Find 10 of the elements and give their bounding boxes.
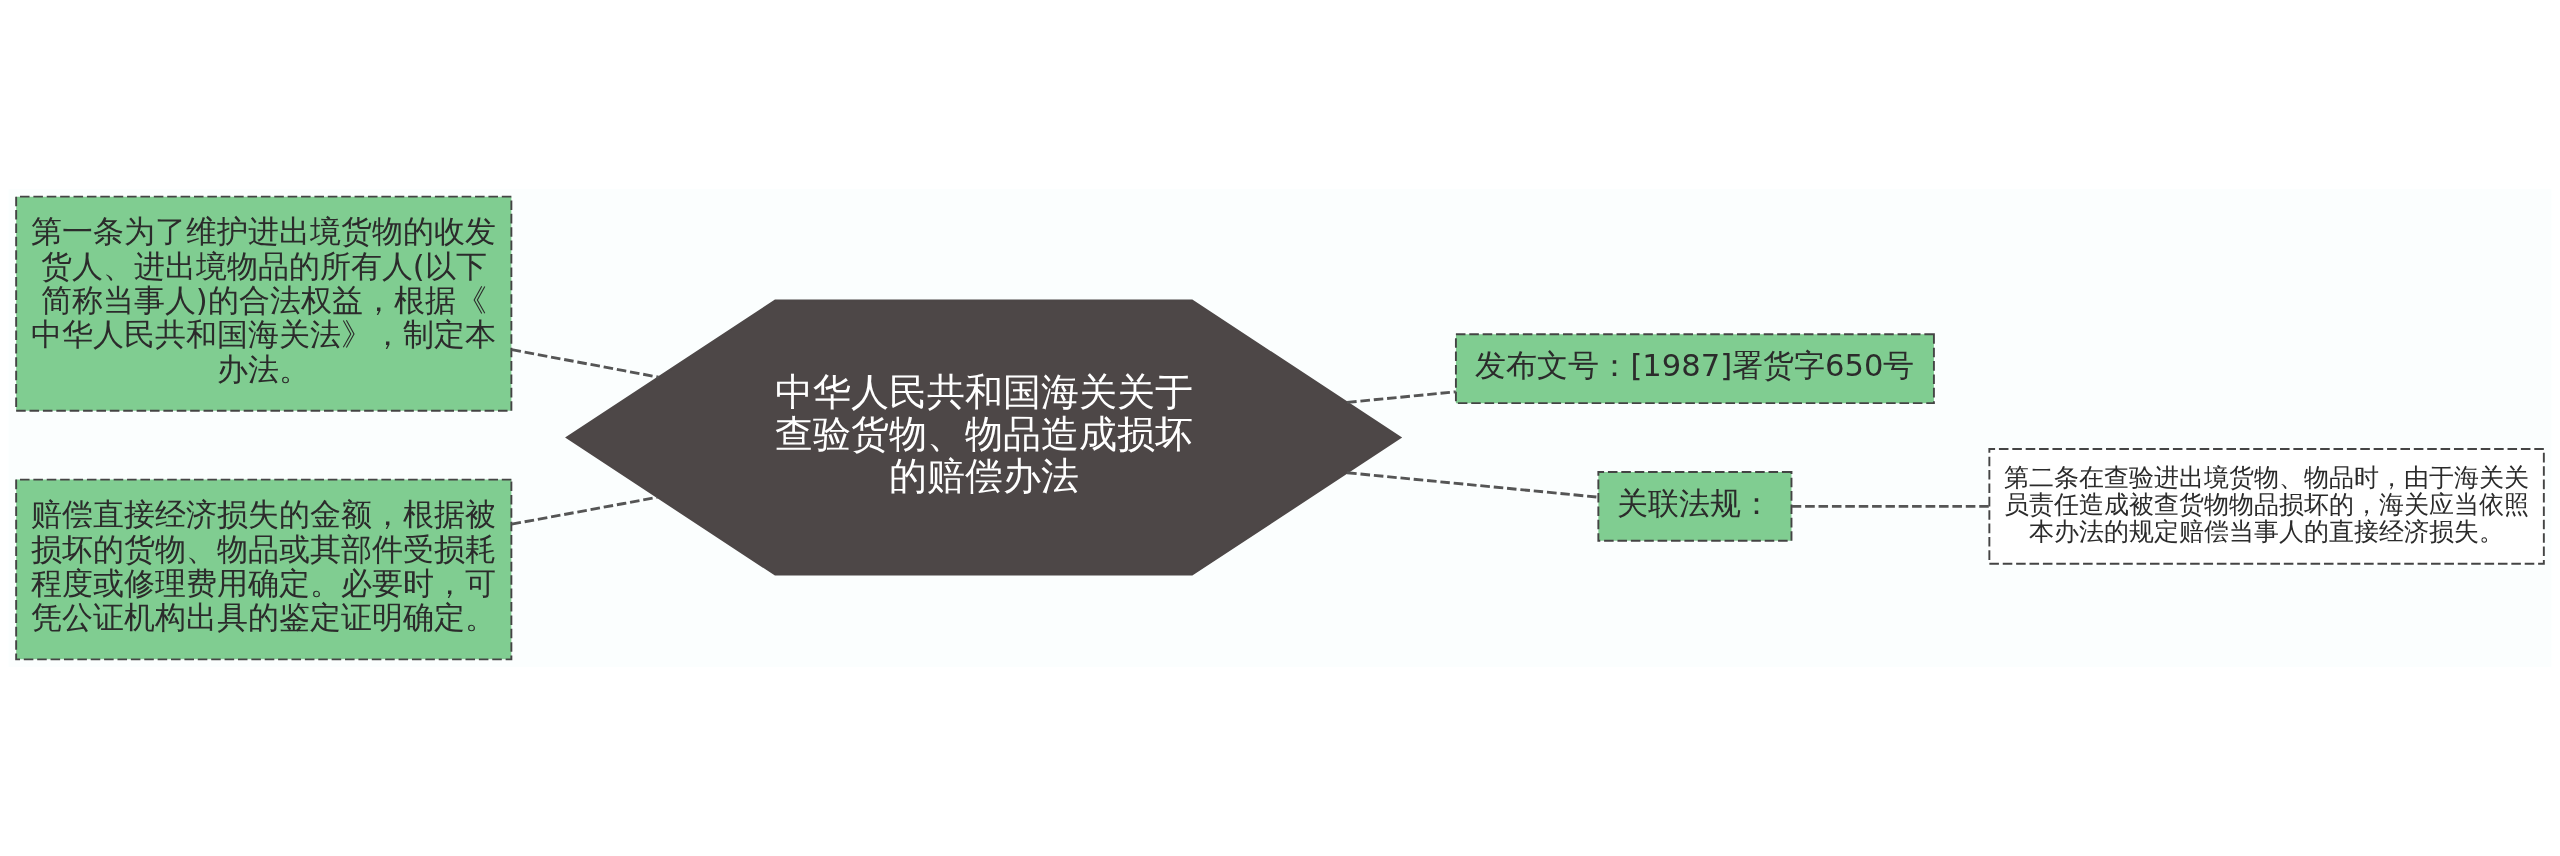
connector [511,348,659,379]
connector [511,495,658,526]
node-box: 赔偿直接经济损失的金额，根据被损坏的货物、物品或其部件受损耗程度或修理费用确定。必要时，可凭公证机构出具的鉴定证明确定。 [15,478,513,661]
node-box: 第二条在查验进出境货物、物品时，由于海关关员责任造成被查货物物品损坏的，海关应当依照本办法的规定赔偿当事人的直接经济损失。 [1988,448,2545,565]
connector [1346,471,1599,499]
node-box: 第一条为了维护进出境货物的收发货人、进出境物品的所有人(以下简称当事人)的合法权益，根据《中华人民共和国海关法》，制定本办法。 [15,195,513,412]
connector [1791,504,1990,508]
node-box: 关联法规： [1597,471,1793,542]
connector [1346,390,1456,404]
node-box: 发布文号：[1987]署货字650号 [1454,333,1935,405]
